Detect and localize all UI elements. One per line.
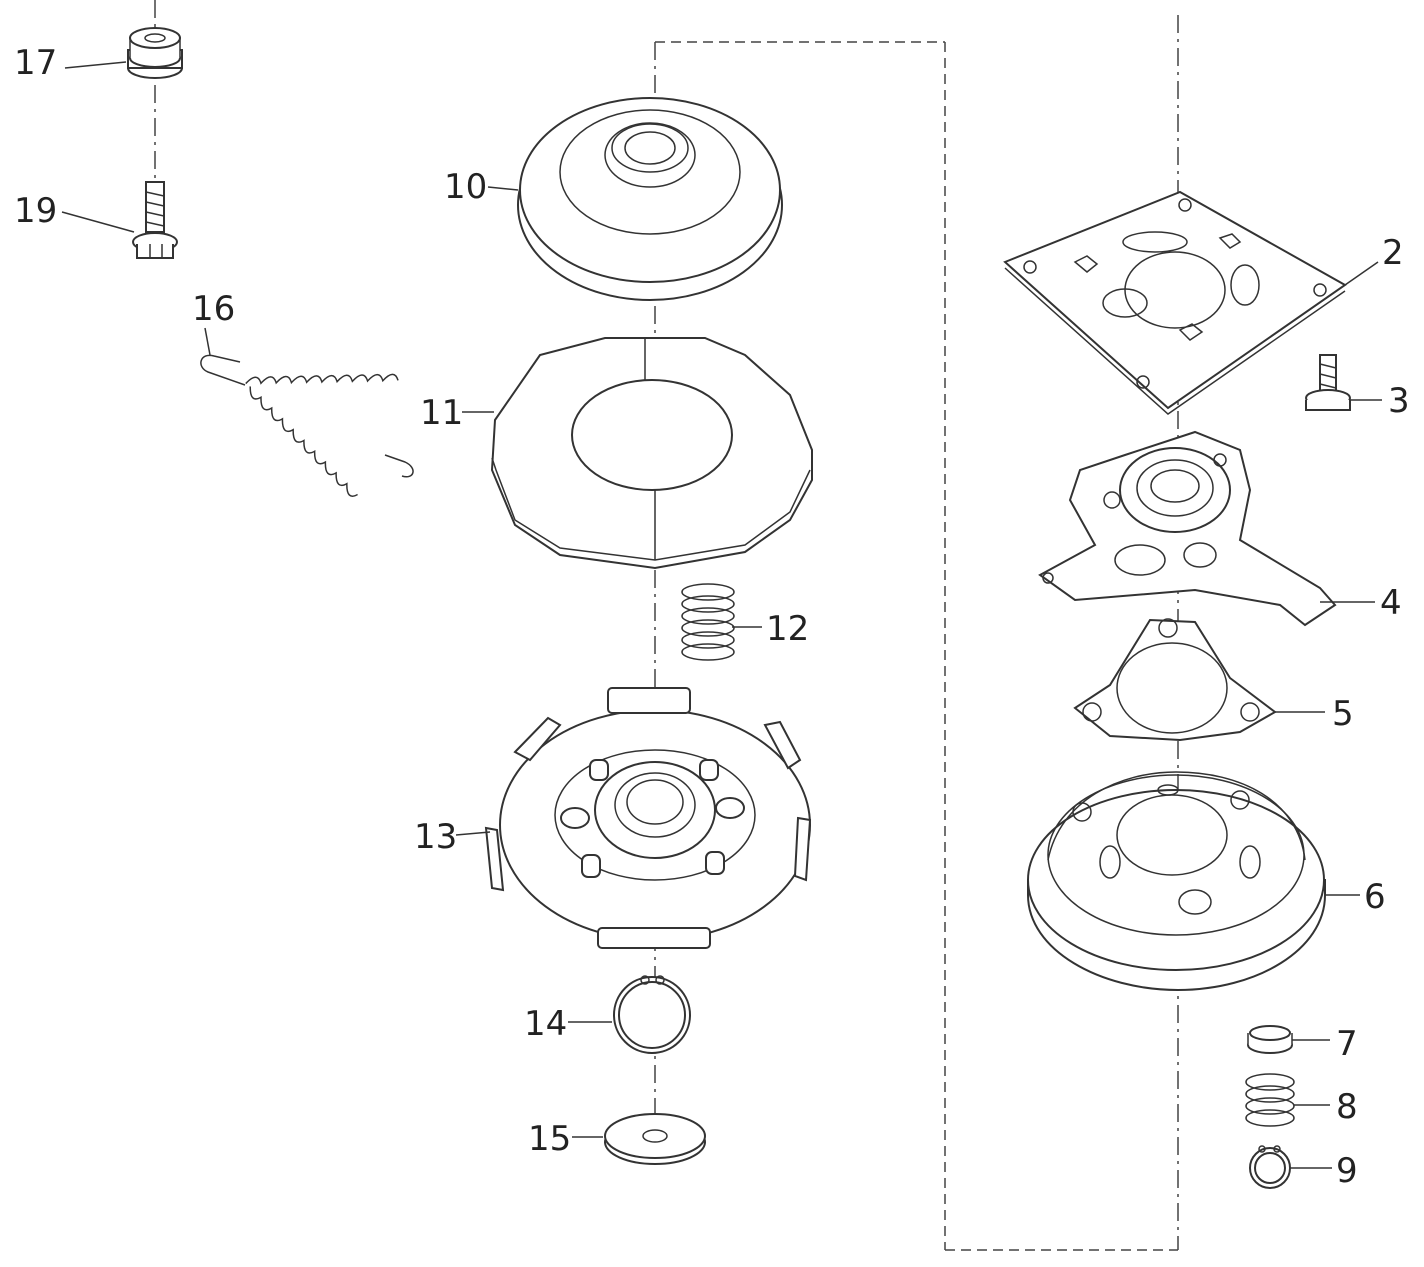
part-2-mounting-plate <box>1003 190 1347 415</box>
callout-13: 13 <box>414 817 457 857</box>
callout-10: 10 <box>444 167 487 207</box>
part-4-bearing-bracket <box>1038 430 1337 627</box>
callout-3: 3 <box>1388 381 1410 421</box>
part-15-washer <box>604 1113 706 1165</box>
part-14-snap-ring <box>613 975 691 1054</box>
callout-8: 8 <box>1336 1087 1358 1127</box>
callout-11: 11 <box>420 393 463 433</box>
callout-7: 7 <box>1336 1024 1358 1064</box>
part-7-cap <box>1247 1025 1293 1054</box>
callout-19: 19 <box>14 191 57 231</box>
callout-12: 12 <box>766 609 809 649</box>
part-8-spring <box>1245 1073 1295 1127</box>
part-19-bolt <box>132 181 178 259</box>
callout-14: 14 <box>524 1004 567 1044</box>
part-5-gasket <box>1073 618 1277 742</box>
callout-6: 6 <box>1364 877 1386 917</box>
part-3-screw <box>1305 354 1351 411</box>
part-10-disc-plate <box>517 97 783 301</box>
part-13-clutch-housing <box>484 687 812 949</box>
part-12-compression-spring <box>681 583 735 661</box>
callout-2: 2 <box>1382 233 1404 273</box>
part-9-retaining-ring <box>1249 1145 1291 1189</box>
callout-16: 16 <box>192 289 235 329</box>
part-17-grommet <box>127 27 183 79</box>
callout-9: 9 <box>1336 1151 1358 1191</box>
part-6-drum <box>1027 771 1326 992</box>
callout-15: 15 <box>528 1119 571 1159</box>
callout-17: 17 <box>14 43 57 83</box>
callout-4: 4 <box>1380 583 1402 623</box>
leader-lines <box>61 61 1382 1169</box>
part-16-extension-spring <box>200 354 414 497</box>
callout-labels: 2 3 4 5 6 7 8 9 10 11 12 13 14 15 16 17 … <box>14 43 1410 1191</box>
callout-5: 5 <box>1332 694 1354 734</box>
part-11-friction-plate <box>490 337 813 570</box>
